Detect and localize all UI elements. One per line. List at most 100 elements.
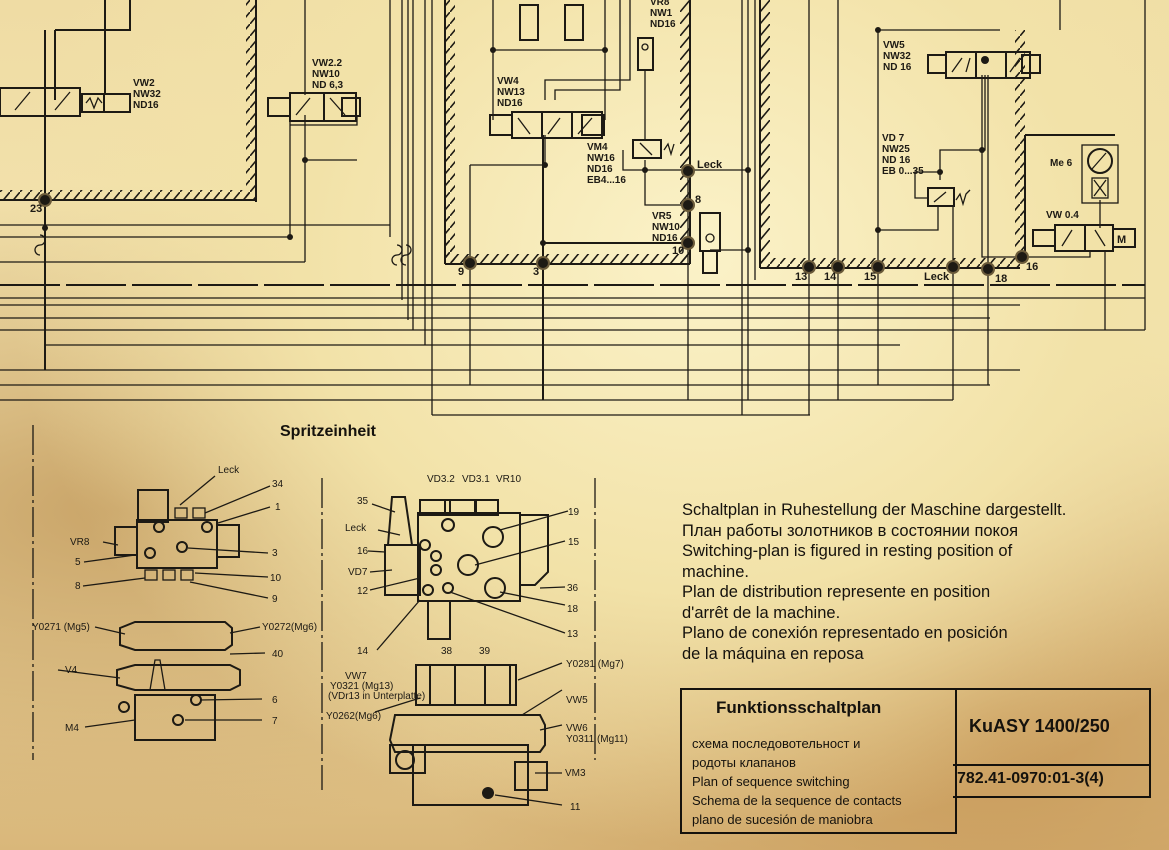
mid-label-vw6: VW6	[566, 723, 588, 734]
pipes	[0, 0, 1146, 790]
mid-label-16: 16	[357, 546, 369, 557]
motor-label: M	[1117, 234, 1126, 246]
mid-label-19: 19	[568, 507, 580, 518]
port-18: 18	[995, 273, 1007, 285]
mid-label-y0281: Y0281 (Mg7)	[566, 659, 624, 670]
left-label-y0272: Y0272(Mg6)	[262, 622, 317, 633]
note-line: machine.	[682, 562, 749, 581]
vr5-nw: NW10	[652, 222, 680, 233]
title-line: родоты клапанов	[692, 755, 796, 770]
vw4-name: VW4	[497, 76, 519, 87]
mid-label-12: 12	[357, 586, 369, 597]
port-leck-2: Leck	[924, 271, 950, 283]
left-label-y0271: Y0271 (Mg5)	[32, 622, 90, 633]
left-leader-lines	[57, 475, 271, 728]
left-label-leck: Leck	[218, 465, 240, 476]
vw2-nd: ND16	[133, 100, 159, 111]
note-line: Switching-plan is figured in resting pos…	[682, 542, 1013, 560]
note-line: Plan de distribution represente en posit…	[682, 583, 991, 601]
mid-label-15: 15	[568, 537, 580, 548]
left-label-10: 10	[270, 573, 282, 584]
mid-label-14: 14	[357, 646, 369, 657]
hatched-boundaries	[0, 0, 1115, 269]
section-title-spritzeinheit: Spritzeinheit	[280, 423, 377, 440]
vm4-nd: ND16	[587, 164, 613, 175]
left-label-34: 34	[272, 479, 284, 490]
vw5-nw: NW32	[883, 51, 911, 62]
valve-vr5	[699, 212, 721, 274]
port-14: 14	[824, 271, 837, 283]
vw22-nw: NW10	[312, 69, 340, 80]
mid-label-13: 13	[567, 629, 579, 640]
vr5-nd: ND16	[652, 233, 678, 244]
gauge-me6	[1081, 144, 1119, 204]
mid-label-y0321: Y0321 (Mg13)	[330, 681, 393, 692]
mid-label-18: 18	[567, 604, 579, 615]
vr8-nd: ND16	[650, 19, 676, 30]
vd7-eb: EB 0...35	[882, 166, 924, 177]
vw04-label: VW 0.4	[1046, 210, 1079, 221]
left-label-5: 5	[75, 557, 81, 568]
mid-label-39: 39	[479, 646, 491, 657]
left-label-40: 40	[272, 649, 284, 660]
title-line: схема последовотельност и	[692, 736, 861, 751]
vw4-nw: NW13	[497, 87, 525, 98]
note-line: d'arrêt de la machine.	[682, 603, 841, 622]
vw4-nd: ND16	[497, 98, 523, 109]
note-line: План работы золотников в состоянии покоя	[682, 521, 1019, 540]
vr8-name: VR8	[650, 0, 670, 8]
drawing-number-box: 782.41-0970:01-3(4)	[953, 762, 1151, 798]
mid-label-vr10: VR10	[496, 474, 521, 485]
title-block: Funktionsschaltplan схема последовотельн…	[680, 688, 957, 834]
mid-label-vw5: VW5	[566, 695, 588, 706]
mid-label-35: 35	[357, 496, 369, 507]
mid-label-vd32: VD3.2	[427, 474, 455, 485]
mid-label-y0311: Y0311 (Mg11)	[566, 734, 628, 745]
left-label-vr8: VR8	[70, 537, 90, 548]
port-leck-1: Leck	[697, 159, 723, 171]
machine-type-box: KuASY 1400/250	[953, 688, 1151, 766]
mid-label-y0262: Y0262(Mg6)	[326, 711, 381, 722]
vw2-nw: NW32	[133, 89, 161, 100]
left-label-6: 6	[272, 695, 278, 706]
left-label-9: 9	[272, 594, 278, 605]
vw22-nd: ND 6,3	[312, 80, 344, 91]
left-label-1: 1	[275, 502, 281, 513]
left-label-m4: M4	[65, 723, 79, 734]
left-label-8: 8	[75, 581, 81, 592]
vd7-nd: ND 16	[882, 155, 911, 166]
resting-position-note: Schaltplan in Ruhestellung der Maschine …	[682, 500, 1066, 664]
vw2-name: VW2	[133, 78, 155, 89]
mid-label-vm3: VM3	[565, 768, 586, 779]
mid-label-vw7: VW7	[345, 671, 367, 682]
drawing-number: 782.41-0970:01-3(4)	[957, 770, 1104, 787]
title-line: plano de sucesión de maniobra	[692, 812, 873, 827]
vm4-name: VM4	[587, 142, 608, 153]
mid-label-36: 36	[567, 583, 579, 594]
vr8-nw: NW1	[650, 8, 673, 19]
mid-label-vd7: VD7	[348, 567, 368, 578]
vw5-name: VW5	[883, 40, 905, 51]
mid-label-38: 38	[441, 646, 453, 657]
port-9: 9	[458, 266, 464, 278]
valve-vw2	[0, 87, 131, 117]
title-block-translations: схема последовотельност и родоты клапано…	[692, 734, 902, 829]
valve-vd7	[927, 187, 971, 207]
note-line: Schaltplan in Ruhestellung der Maschine …	[682, 501, 1067, 519]
valve-vm4	[632, 139, 675, 159]
port-13: 13	[795, 271, 807, 283]
left-valve-assembly	[114, 489, 241, 741]
port-3: 3	[533, 266, 539, 278]
port-10: 10	[672, 245, 684, 257]
valve-vw04	[1032, 224, 1136, 252]
note-line: de la máquina en reposa	[682, 644, 864, 663]
ports	[38, 164, 1029, 276]
junction-dots	[42, 27, 985, 253]
vw5-nd: ND 16	[883, 62, 912, 73]
title-line: Schema de la sequence de contacts	[692, 793, 902, 808]
vm4-eb: EB4...16	[587, 175, 626, 186]
left-label-v4: V4	[65, 665, 78, 676]
valve-vw4	[489, 4, 605, 139]
valve-vw22	[267, 92, 361, 122]
title-line: Plan of sequence switching	[692, 774, 850, 789]
